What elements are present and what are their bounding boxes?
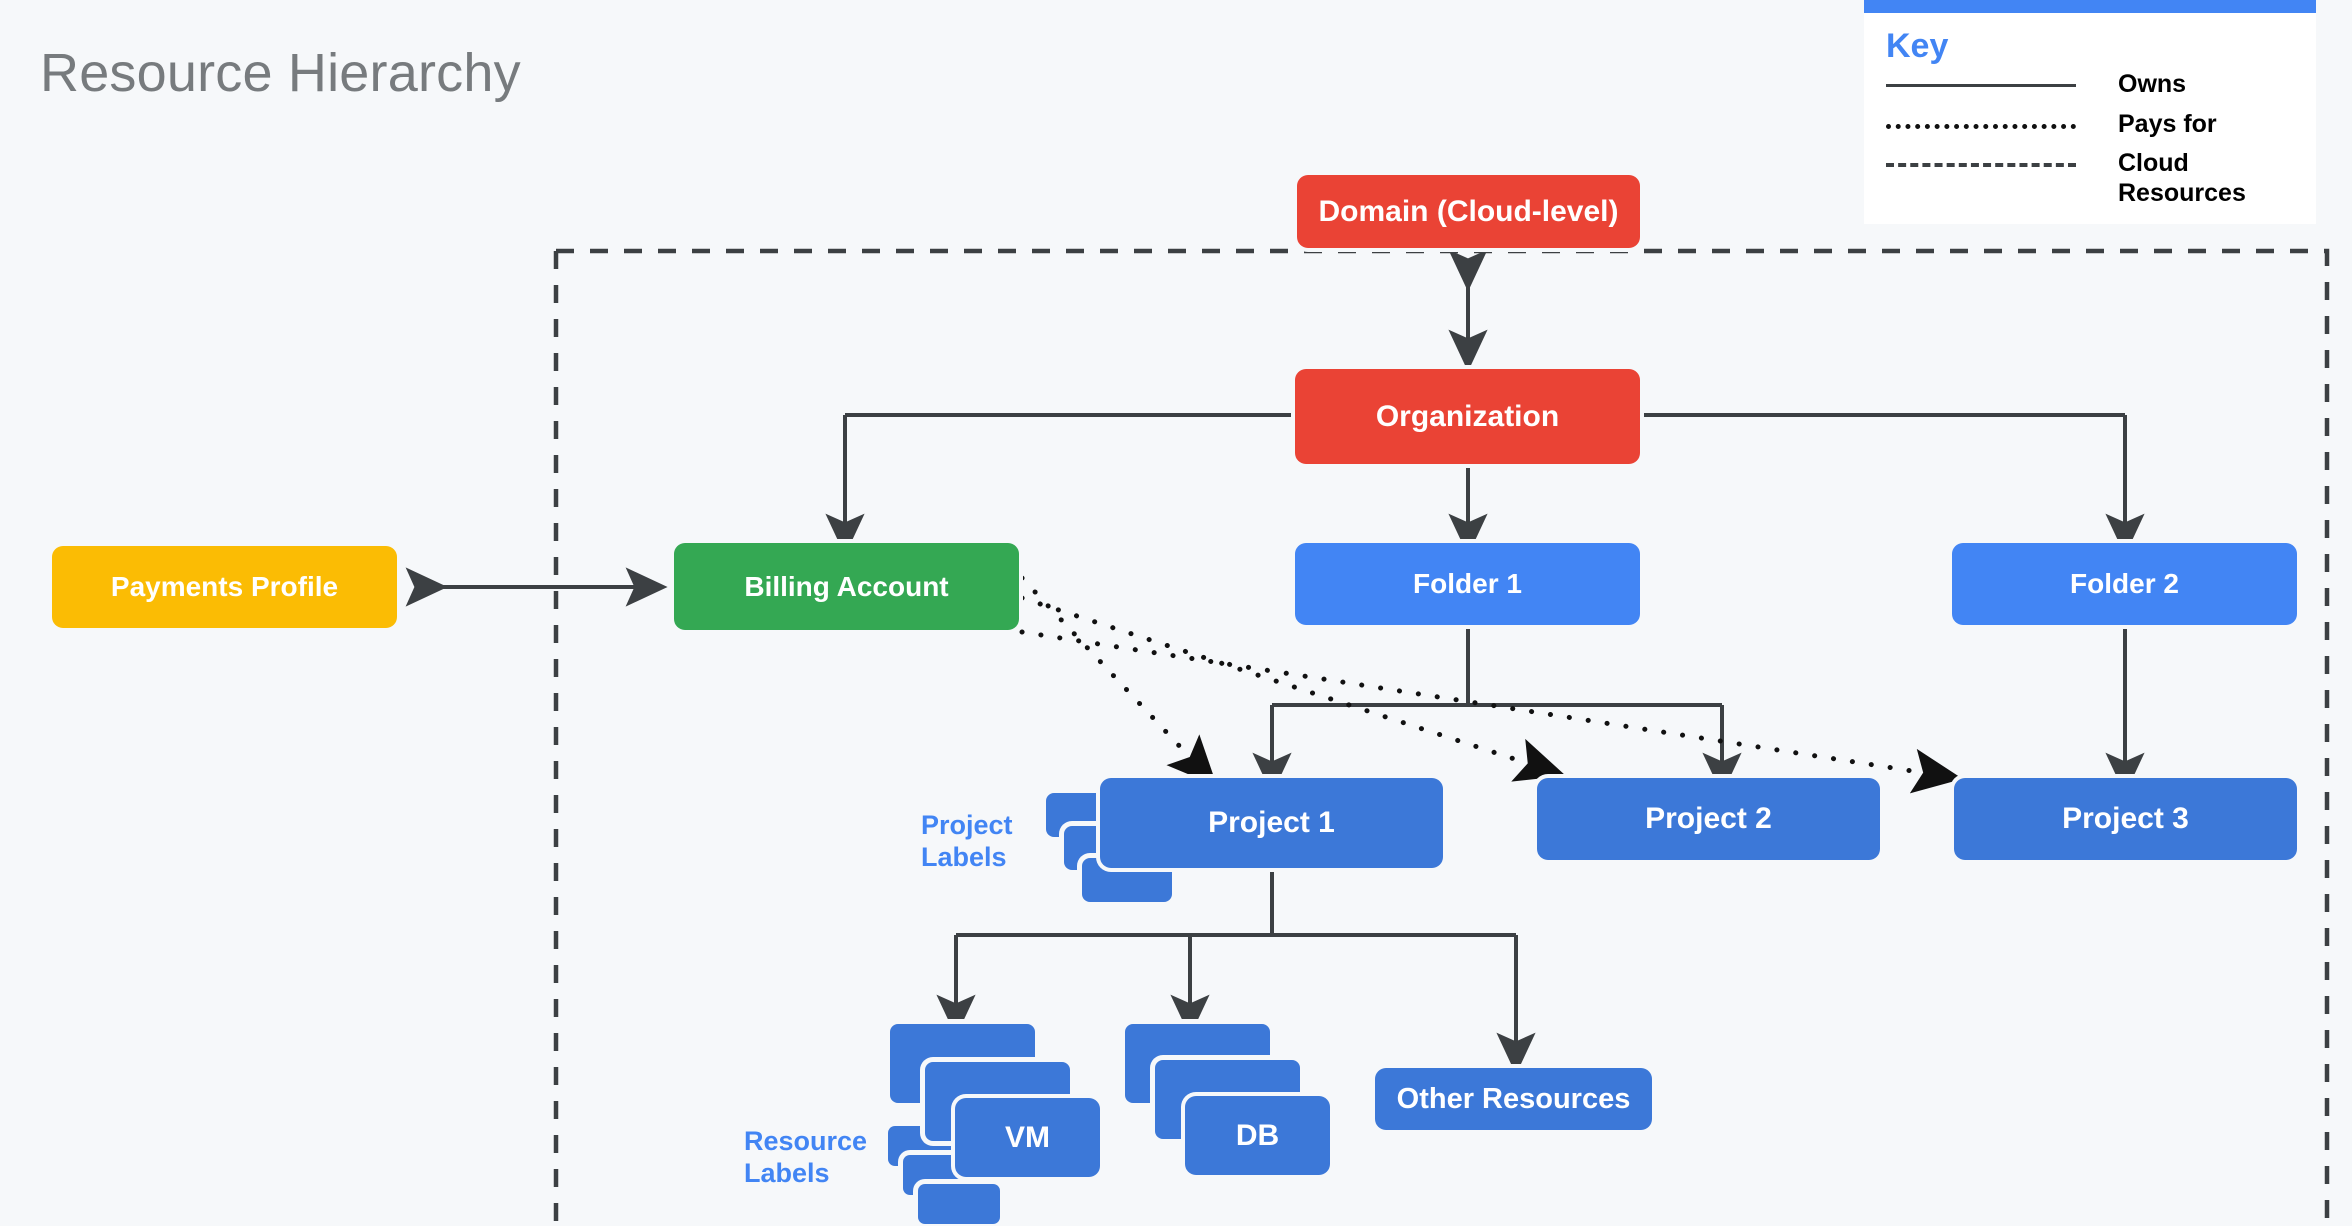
node-other-resources-label: Other Resources [1396, 1082, 1631, 1115]
node-db-label: DB [1235, 1118, 1280, 1152]
legend-title: Key [1886, 27, 1949, 65]
node-project-2-label: Project 2 [1645, 802, 1772, 835]
node-organization-label: Organization [1375, 399, 1560, 433]
legend-line-dotted-icon [1886, 123, 2076, 129]
node-domain[interactable]: Domain (Cloud-level) [1297, 175, 1640, 248]
node-project-1[interactable]: Project 1 [1100, 778, 1443, 868]
node-folder-2-label: Folder 2 [2070, 568, 2179, 599]
legend-label-cloud-resources: Cloud Resources [2118, 149, 2268, 208]
node-project-2[interactable]: Project 2 [1537, 778, 1880, 860]
project-labels-line-2: Labels [921, 841, 1007, 872]
legend-row-cloud-resources: Cloud Resources [1886, 139, 2316, 224]
node-project-3-label: Project 3 [2062, 802, 2189, 835]
node-billing-account-label: Billing Account [744, 570, 949, 602]
node-project-1-label: Project 1 [1208, 806, 1335, 839]
resource-labels-annotation: Resource Labels [744, 1126, 924, 1190]
resource-labels-line-1: Resource [744, 1126, 868, 1156]
legend-row-owns: Owns [1886, 60, 2316, 100]
node-project-3[interactable]: Project 3 [1954, 778, 2297, 860]
node-organization[interactable]: Organization [1295, 369, 1640, 464]
project-labels-annotation: Project Labels [921, 810, 1061, 874]
legend-row-pays-for: Pays for [1886, 100, 2316, 140]
legend-panel: Key Owns Pays for Cloud Resources [1864, 0, 2316, 224]
node-payments-profile-label: Payments Profile [110, 571, 339, 602]
node-vm-label: VM [1005, 1120, 1050, 1154]
page-title: Resource Hierarchy [40, 43, 521, 103]
project-labels-line-1: Project [921, 810, 1013, 840]
resource-labels-line-2: Labels [744, 1157, 830, 1188]
resource-label-chip-3 [918, 1184, 1000, 1224]
legend-line-solid-icon [1886, 84, 2076, 87]
legend-label-cloud-resources-text: Cloud Resources [2118, 149, 2246, 207]
node-folder-2[interactable]: Folder 2 [1952, 543, 2297, 625]
legend-label-pays-for: Pays for [2118, 109, 2217, 138]
node-folder-1-label: Folder 1 [1413, 568, 1522, 599]
node-vm[interactable]: VM [955, 1098, 1100, 1177]
edge-folder1-projects [1252, 624, 1742, 795]
node-folder-1[interactable]: Folder 1 [1295, 543, 1640, 625]
node-other-resources[interactable]: Other Resources [1375, 1068, 1652, 1130]
node-billing-account[interactable]: Billing Account [674, 543, 1019, 630]
node-payments-profile[interactable]: Payments Profile [52, 546, 397, 628]
legend-label-owns: Owns [2118, 70, 2187, 98]
node-db[interactable]: DB [1185, 1096, 1330, 1175]
legend-line-dashed-icon [1886, 163, 2076, 167]
node-domain-label: Domain (Cloud-level) [1318, 194, 1619, 228]
